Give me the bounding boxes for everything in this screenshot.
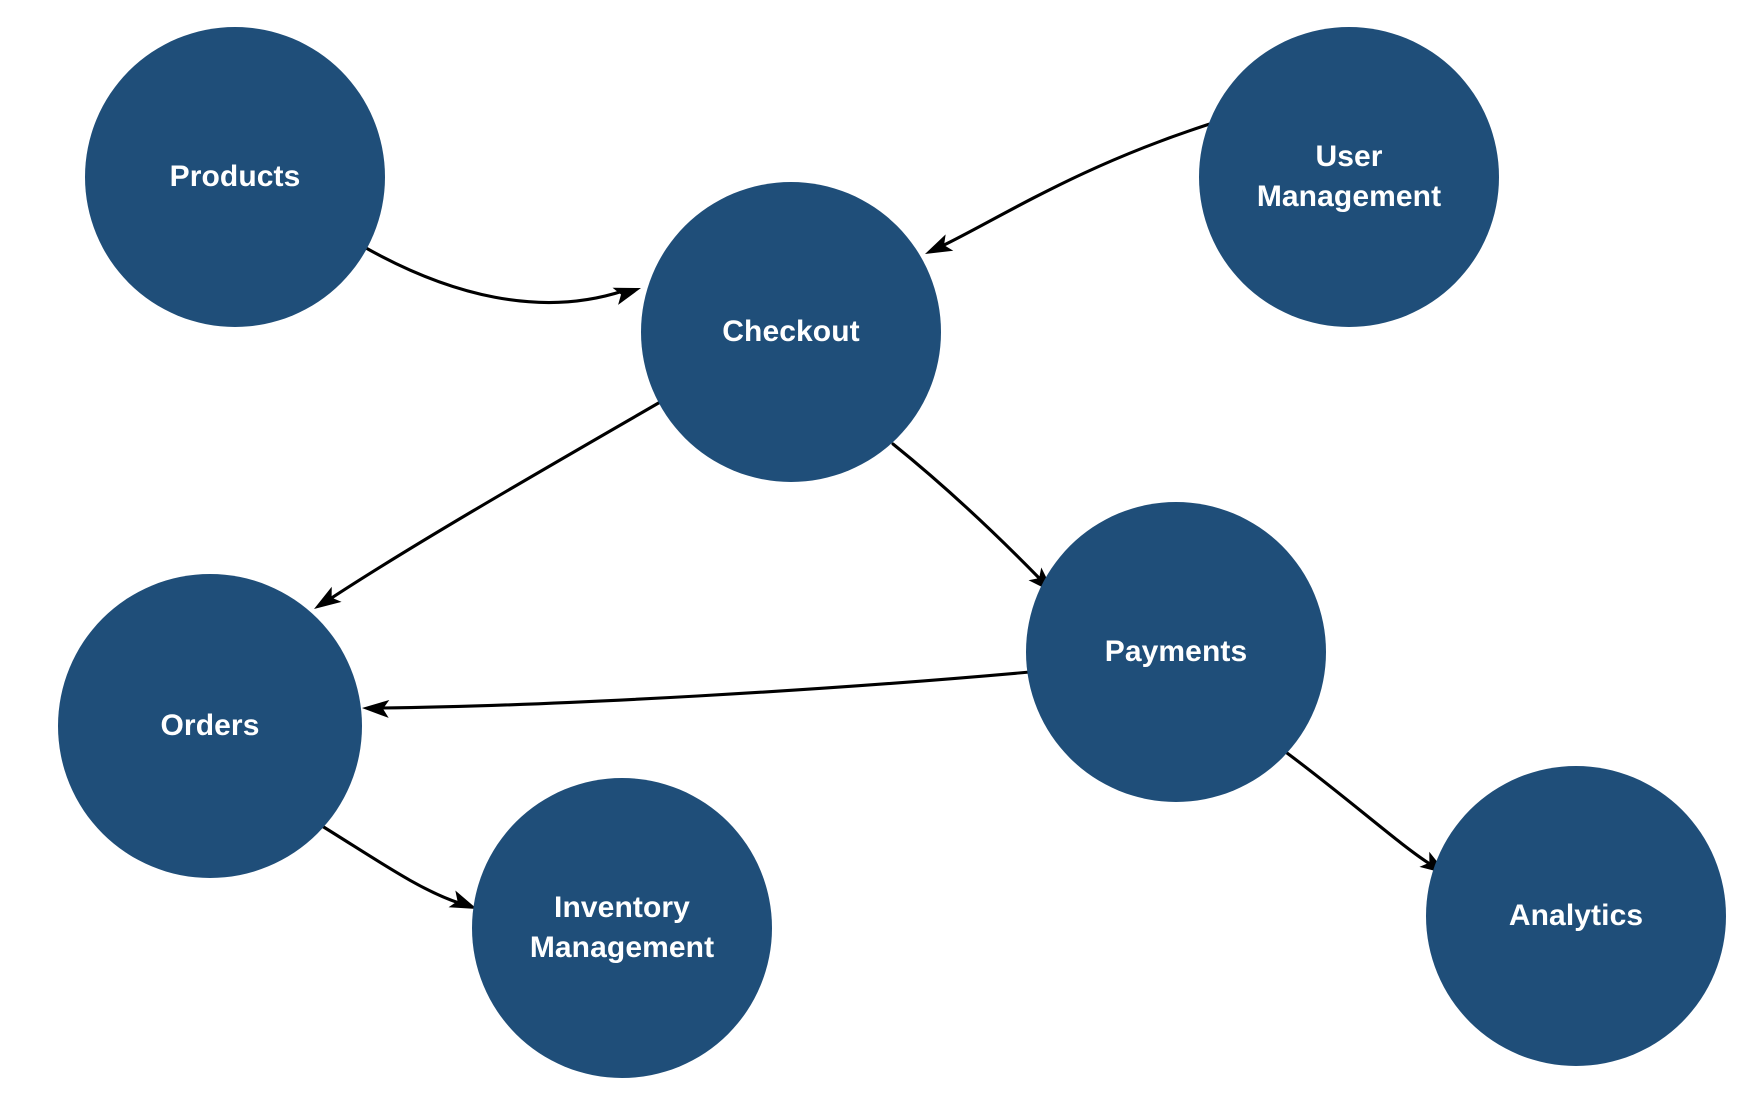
node-label-checkout: Checkout	[722, 315, 860, 349]
edge-line	[1285, 751, 1432, 866]
graph-node-orders[interactable]: Orders	[58, 574, 362, 878]
edge-line	[364, 246, 625, 305]
arrowhead-icon	[925, 234, 954, 254]
graph-node-inventory[interactable]: Inventory Management	[472, 778, 772, 1078]
edge-payments-orders	[362, 670, 1032, 718]
graph-node-checkout[interactable]: Checkout	[641, 182, 941, 482]
edge-products-checkout	[364, 246, 641, 305]
graph-node-analytics[interactable]: Analytics	[1426, 766, 1726, 1066]
edge-line	[891, 442, 1043, 582]
edge-line	[378, 670, 1032, 710]
graph-node-products[interactable]: Products	[85, 27, 385, 327]
node-label-products: Products	[169, 160, 301, 194]
node-label-payments: Payments	[1104, 635, 1248, 669]
edge-line	[940, 120, 1218, 248]
node-label-inventory: Inventory Management	[529, 891, 715, 964]
edge-payments-analytics	[1285, 751, 1447, 874]
graph-node-payments[interactable]: Payments	[1026, 502, 1326, 802]
node-label-orders: Orders	[160, 709, 260, 743]
node-label-user_mgmt: User Management	[1256, 140, 1442, 213]
edge-orders-inventory	[320, 824, 477, 909]
edge-line	[320, 824, 461, 905]
arrowhead-icon	[362, 699, 390, 718]
edge-line	[328, 399, 664, 601]
arrowhead-icon	[314, 586, 342, 609]
edge-checkout-payments	[891, 442, 1054, 593]
edge-usermgmt-checkout	[925, 120, 1218, 254]
arrowhead-icon	[612, 287, 641, 305]
graph-node-user_mgmt[interactable]: User Management	[1199, 27, 1499, 327]
edge-checkout-orders	[314, 399, 664, 609]
node-label-analytics: Analytics	[1508, 899, 1644, 933]
